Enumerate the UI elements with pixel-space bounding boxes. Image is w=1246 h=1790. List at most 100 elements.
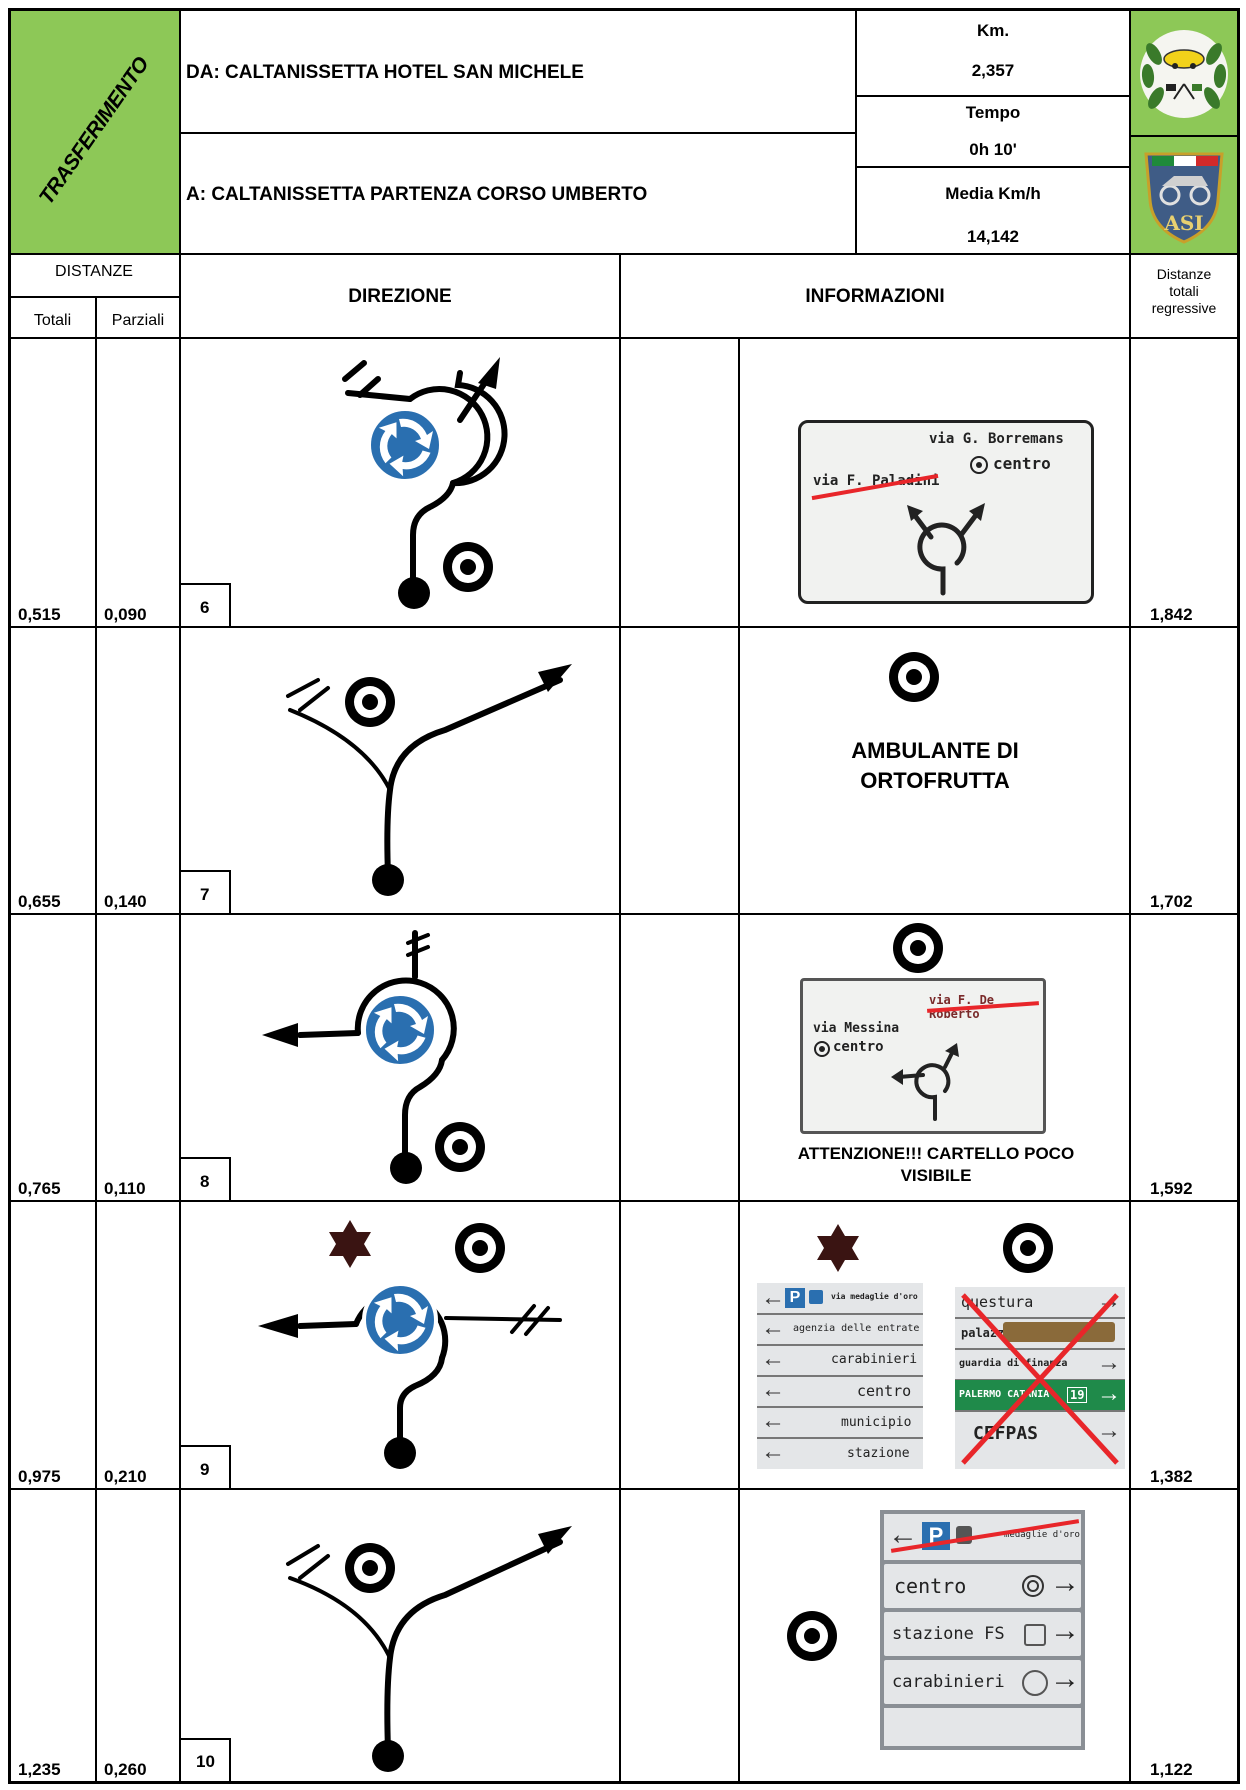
direction-header: DIREZIONE [348,286,452,307]
row-5-info-bullseye-icon [787,1611,837,1661]
distances-header: DISTANZE [55,263,133,280]
sign-street-2: via F. Paladini [813,473,940,489]
row-3-info-bullseye-icon [893,923,943,973]
row-4-roundabout-diagram [258,1220,562,1469]
row-5-regressive: 1,122 [1150,1760,1193,1779]
sign-line-1: medaglie d'oro [1004,1530,1080,1540]
arrow-left-icon: ← [761,1376,785,1403]
parking-icon: P [785,1288,805,1308]
row-1-total: 0,515 [18,605,61,624]
row-2-info-bullseye-icon [889,652,939,702]
km-value: 2,357 [971,61,1015,80]
star-icon [329,1220,371,1268]
row-3-step: 8 [200,1172,210,1191]
sign-right-line-3: guardia di finanza [959,1358,1068,1369]
row-5-total: 1,235 [18,1760,61,1779]
sign-centro: centro [833,1039,884,1055]
regressive-header-3: regressive [1151,300,1217,316]
information-header: INFORMAZIONI [805,286,945,307]
roundabout-icon [366,407,443,485]
time-value: 0h 10' [969,140,1017,159]
sign-line-4: carabinieri [892,1672,1005,1692]
arrow-left-icon: ← [761,1438,785,1465]
arrow-left-icon: ← [761,1407,785,1434]
arrow-right-icon: → [1097,1349,1121,1376]
bus-icon [809,1290,823,1304]
arrow-right-icon: → [1050,1662,1080,1695]
asi-shield-logo-icon: ASI [1144,152,1224,244]
avg-value: 14,142 [967,227,1019,246]
sign-street-1: via G. Borremans [929,431,1064,447]
bullseye-icon [345,677,395,727]
row-5-sign-stack: ← P medaglie d'oro centro → stazione FS … [880,1510,1085,1750]
row-3-regressive: 1,592 [1150,1179,1193,1198]
row-2-total: 0,655 [18,892,61,911]
row-2-fork-diagram [286,664,572,896]
route-from: DA: CALTANISSETTA HOTEL SAN MICHELE [186,62,584,83]
arrow-left-icon: ← [761,1284,785,1311]
sign-centro: centro [993,454,1051,473]
row-4-total: 0,975 [18,1467,61,1486]
sign-roundabout-arrows [907,503,985,596]
row-1-road-sign: via G. Borremans centro via F. Paladini [798,420,1094,604]
sign-left-line-6: stazione [847,1446,910,1461]
bullseye-icon [443,542,493,592]
sign-left-line-3: carabinieri [831,1352,918,1367]
row-3-roundabout-diagram [262,930,485,1184]
sign-right-line-1: questura [961,1293,1034,1311]
route-to: A: CALTANISSETTA PARTENZA CORSO UMBERTO [186,184,648,205]
avg-label: Media Km/h [945,184,1041,203]
arrow-right-icon: → [1097,1417,1121,1444]
arrow-left-icon: ← [761,1314,785,1341]
km-label: Km. [976,21,1010,40]
row-3-warning-line-1: ATTENZIONE!!! CARTELLO POCO [797,1144,1075,1163]
arrow-right-icon: → [1050,1566,1080,1599]
row-1-partial: 0,090 [104,605,147,624]
sign-right-line-4: PALERMO CATANIA [959,1389,1050,1400]
sign-left-line-1: via medaglie d'oro [831,1292,918,1301]
row-4-info-star-icon [817,1224,859,1272]
sign-left-line-5: municipio [841,1415,912,1430]
target-icon [1022,1575,1044,1597]
sign-line-2: centro [894,1574,967,1598]
row-4-right-sign-stack: questura → palazzo guardia di finanza → … [955,1287,1125,1469]
bullseye-icon [435,1122,485,1172]
svg-text:ASI: ASI [1163,211,1203,235]
regressive-header-1: Distanze [1156,266,1212,282]
row-3-road-sign: via F. De Roberto via Messina centro [800,978,1046,1134]
club-laurel-logo-icon [1140,30,1228,118]
transfer-banner [8,10,180,254]
row-5-partial: 0,260 [104,1760,147,1779]
train-icon [1024,1624,1046,1646]
arrow-right-icon: → [1097,1380,1121,1407]
row-1-step: 6 [200,598,210,617]
sign-right-road-number: 19 [1067,1387,1088,1403]
sign-right-line-5: CEFPAS [973,1423,1039,1444]
row-2-regressive: 1,702 [1150,892,1193,911]
row-2-info-line-1: AMBULANTE DI [851,738,1019,763]
row-4-info-bullseye-icon [1003,1223,1053,1273]
arrow-left-icon: ← [761,1345,785,1372]
row-2-info-line-2: ORTOFRUTTA [860,768,1010,793]
sign-street-2: via Messina [813,1021,900,1036]
row-3-partial: 0,110 [104,1179,146,1198]
row-4-partial: 0,210 [104,1467,147,1486]
row-5-step: 10 [196,1752,215,1771]
row-5-fork-diagram [286,1526,572,1772]
row-1-regressive: 1,842 [1150,605,1193,624]
sign-line-3: stazione FS [892,1624,1005,1644]
row-4-left-sign-stack: ← P via medaglie d'oro ← agenzia delle e… [757,1283,923,1469]
target-icon [814,1041,830,1057]
row-2-partial: 0,140 [104,892,147,911]
carabinieri-icon [1022,1670,1048,1696]
row-2-step: 7 [200,885,210,904]
row-4-step: 9 [200,1460,210,1479]
row-1-roundabout-diagram [342,357,508,609]
red-cross-icon [961,1293,1119,1465]
sign-left-line-4: centro [857,1382,912,1400]
target-icon [970,456,988,474]
bullseye-icon [455,1223,505,1273]
sign-roundabout-arrows [891,1043,959,1121]
partials-header: Parziali [111,312,165,329]
roundabout-icon [361,1282,438,1360]
